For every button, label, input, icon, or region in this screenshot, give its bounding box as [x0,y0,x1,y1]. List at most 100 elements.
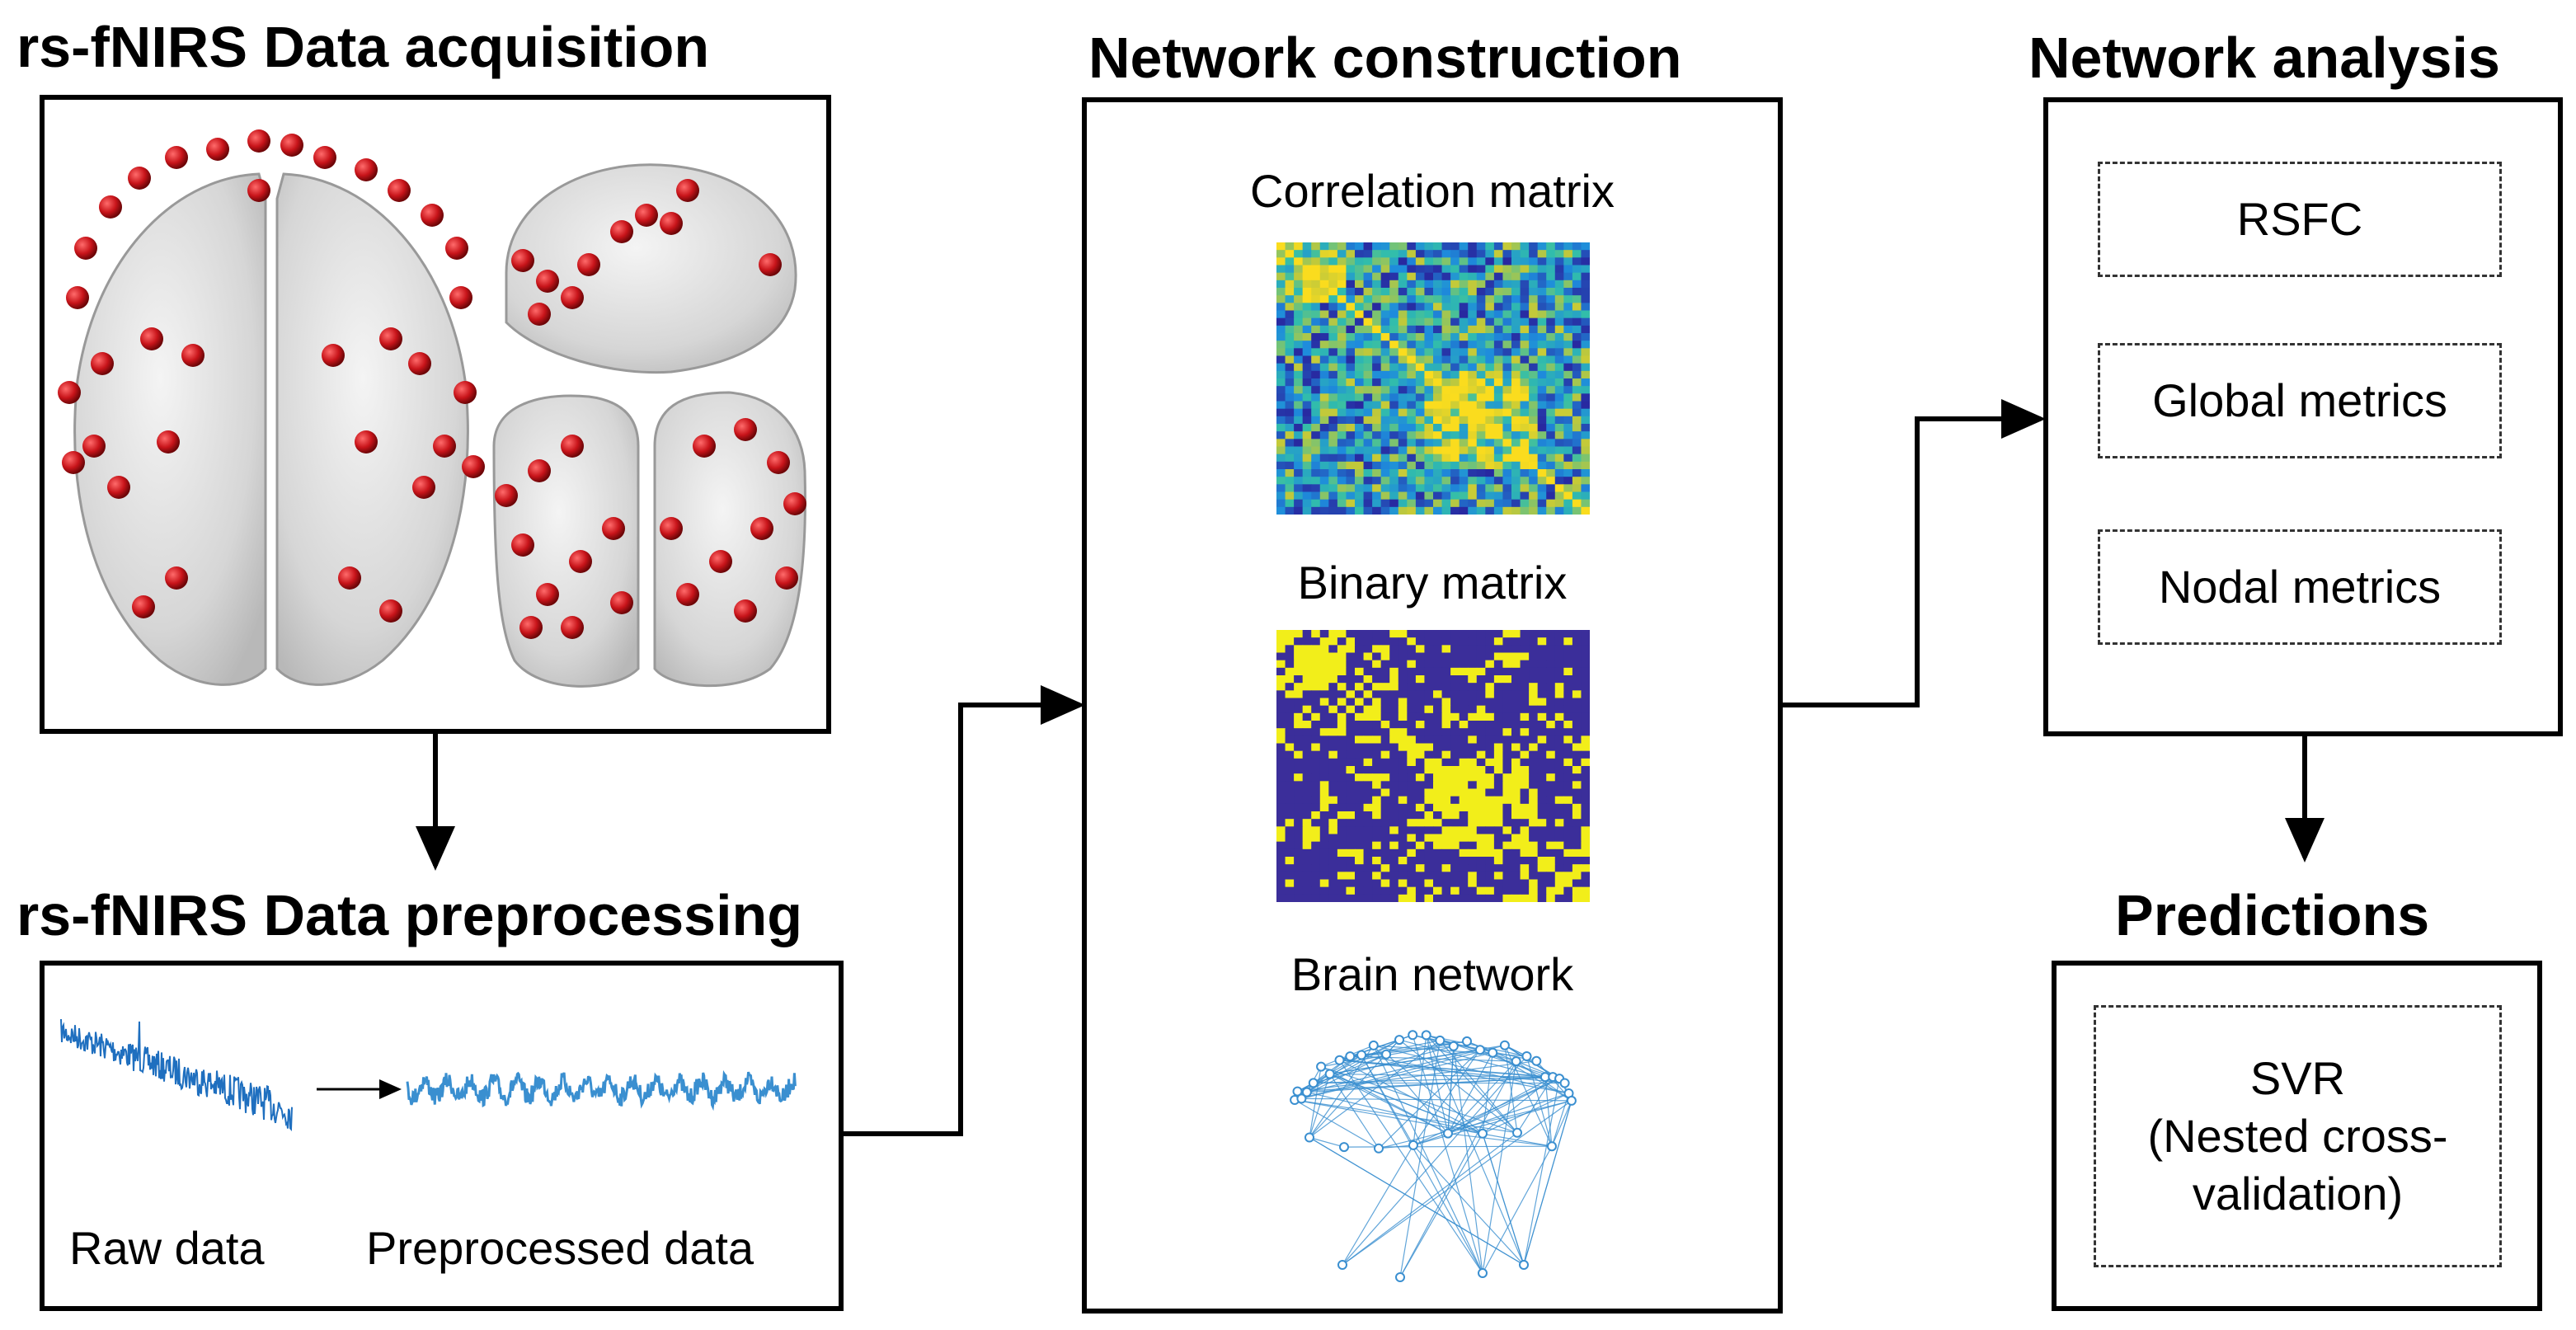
correlation-cell [1355,265,1365,274]
electrode-marker [247,179,270,202]
binary-cell [1424,698,1434,707]
binary-cell [1328,872,1338,880]
correlation-cell [1398,333,1408,341]
correlation-cell [1285,272,1295,281]
correlation-cell [1415,408,1425,417]
binary-cell [1433,879,1443,888]
correlation-cell [1328,484,1338,492]
correlation-cell [1346,303,1356,311]
binary-cell [1328,652,1338,661]
correlation-cell [1363,469,1373,477]
binary-cell [1372,758,1382,767]
correlation-cell [1302,431,1312,439]
correlation-cell [1328,499,1338,508]
binary-cell [1459,690,1469,698]
correlation-cell [1441,250,1451,258]
binary-cell [1581,841,1590,850]
correlation-cell [1380,250,1390,258]
correlation-cell [1468,272,1478,281]
correlation-cell [1380,477,1390,485]
binary-cell [1346,705,1356,714]
binary-cell [1424,637,1434,646]
binary-cell [1537,758,1547,767]
binary-cell [1493,811,1503,820]
correlation-cell [1493,310,1503,319]
correlation-cell [1537,439,1547,447]
binary-cell [1380,735,1390,744]
raw-data-label: Raw data [69,1222,265,1274]
binary-cell [1468,698,1478,707]
binary-cell [1302,766,1312,774]
correlation-cell [1328,272,1338,281]
binary-cell [1546,683,1556,691]
correlation-cell [1276,317,1286,327]
binary-cell [1389,735,1399,744]
correlation-cell [1346,325,1356,334]
binary-cell [1319,712,1329,721]
binary-cell [1398,758,1408,767]
binary-cell [1520,788,1530,797]
preprocessed-data-label: Preprocessed data [366,1222,754,1274]
binary-cell [1450,630,1460,638]
correlation-cell [1459,317,1469,327]
correlation-cell [1511,386,1521,394]
binary-cell [1468,834,1478,843]
correlation-cell [1415,303,1425,311]
binary-cell [1276,781,1286,789]
correlation-cell [1424,401,1434,410]
correlation-cell [1380,386,1390,394]
correlation-cell [1407,431,1417,439]
binary-cell [1328,690,1338,698]
correlation-cell [1424,272,1434,281]
binary-cell [1511,872,1521,880]
binary-cell [1511,690,1521,698]
correlation-cell [1311,355,1321,364]
correlation-cell [1581,348,1590,356]
correlation-cell [1276,461,1286,470]
binary-cell [1572,834,1582,843]
correlation-cell [1546,257,1556,266]
binary-cell [1328,879,1338,888]
correlation-cell [1355,416,1365,425]
binary-cell [1520,735,1530,744]
binary-cell [1328,660,1338,669]
correlation-cell [1485,348,1495,356]
binary-cell [1276,728,1286,736]
binary-cell [1372,735,1382,744]
binary-cell [1294,872,1304,880]
binary-cell [1346,826,1356,834]
binary-cell [1441,652,1451,661]
correlation-cell [1450,295,1460,303]
correlation-cell [1537,288,1547,296]
binary-cell [1363,698,1373,707]
correlation-cell [1468,378,1478,387]
binary-cell [1424,721,1434,729]
binary-cell [1415,857,1425,865]
binary-cell [1389,788,1399,797]
electrode-marker [165,566,188,590]
binary-cell [1563,652,1573,661]
correlation-cell [1485,393,1495,402]
correlation-cell [1415,341,1425,349]
correlation-cell [1328,431,1338,439]
binary-cell [1372,766,1382,774]
correlation-cell [1328,461,1338,470]
binary-cell [1276,698,1286,707]
correlation-cell [1302,454,1312,463]
correlation-cell [1554,446,1564,455]
correlation-cell [1450,461,1460,470]
binary-cell [1581,872,1590,880]
binary-cell [1285,712,1295,721]
binary-cell [1476,705,1486,714]
correlation-cell [1520,317,1530,327]
correlation-cell [1459,272,1469,281]
correlation-cell [1493,499,1503,508]
binary-cell [1572,690,1582,698]
binary-cell [1407,796,1417,805]
correlation-cell [1389,408,1399,417]
binary-cell [1302,712,1312,721]
correlation-cell [1398,499,1408,508]
correlation-cell [1546,401,1556,410]
binary-cell [1302,675,1312,684]
binary-cell [1363,826,1373,834]
